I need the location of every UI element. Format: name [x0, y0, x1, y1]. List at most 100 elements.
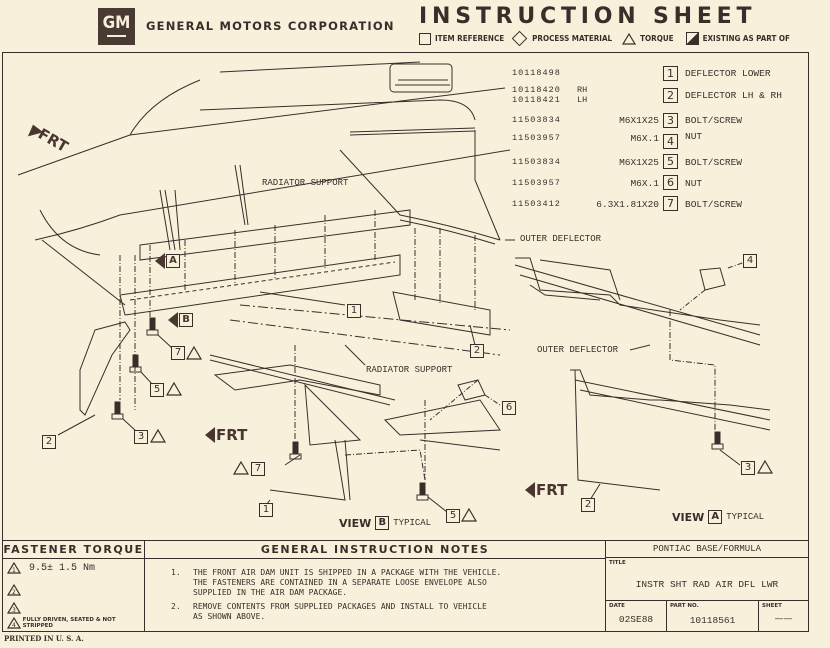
date-cell: DATE 02SE88 [605, 600, 667, 632]
view-caption-suffix: TYPICAL [726, 512, 765, 522]
triangle-icon [185, 345, 203, 360]
part-size: M6X1X25 [619, 115, 659, 126]
arrow-icon [155, 253, 165, 269]
note-line: THE FASTENERS ARE CONTAINED IN A SEPARAT… [193, 578, 487, 587]
part-side: LH [577, 95, 588, 105]
callout-item-5: 5 [446, 509, 460, 523]
outer-deflector-label: OUTER DEFLECTOR [520, 234, 602, 244]
view-b-caption: VIEW B TYPICAL [339, 516, 431, 530]
svg-text:2: 2 [12, 589, 16, 596]
triangle-icon: 1 [7, 562, 21, 574]
sheet-cell: SHEET —— [758, 600, 809, 632]
part-side: RH [577, 85, 588, 95]
triangle-icon: 3 [6, 601, 22, 614]
triangle-icon: 4 [7, 617, 21, 629]
view-caption-suffix: TYPICAL [393, 518, 432, 528]
torque-value: 9.5± 1.5 Nm [29, 562, 96, 574]
item-number-box: 3 [663, 113, 678, 128]
title-cell: TITLE INSTR SHT RAD AIR DFL LWR [605, 557, 809, 601]
square-icon [419, 32, 431, 45]
title-block-table: FASTENER TORQUE 1 9.5± 1.5 Nm 2 3 4 FULL… [2, 540, 809, 632]
part-description: NUT [685, 131, 703, 142]
part-no-label: PART NO. [670, 603, 699, 609]
front-direction-indicator: FRT [205, 426, 247, 444]
view-caption-prefix: VIEW [672, 510, 705, 524]
part-no-cell: PART NO. 10118561 [666, 600, 759, 632]
part-number: 10118420 [512, 85, 561, 95]
callout-item-4: 4 [743, 254, 757, 268]
printed-in-usa: PRINTED IN U. S. A. [4, 634, 84, 643]
part-number: 11503834 [512, 157, 561, 167]
view-a-caption: VIEW A TYPICAL [672, 510, 764, 524]
note-line: SUPPLIED IN THE AIR DAM PACKAGE. [193, 588, 348, 597]
triangle-icon [460, 507, 478, 522]
torque-row: 4 FULLY DRIVEN, SEATED & NOT STRIPPED [7, 617, 144, 629]
callout-item-2: 2 [470, 344, 484, 358]
fastener-torque-heading: FASTENER TORQUE [3, 541, 144, 559]
view-a-letter: A [166, 254, 180, 268]
model-cell: PONTIAC BASE/FORMULA [605, 540, 809, 558]
arrow-icon [525, 482, 535, 498]
title-label: TITLE [609, 560, 626, 566]
callout-item-2: 2 [581, 498, 595, 512]
item-number-box: 5 [663, 154, 678, 169]
callout-item-6: 6 [502, 401, 516, 415]
torque-note: FULLY DRIVEN, SEATED & NOT STRIPPED [22, 617, 116, 629]
torque-row: 3 [6, 599, 22, 618]
legend-process-material: PROCESS MATERIAL [532, 34, 613, 43]
arrow-icon [168, 312, 178, 328]
part-size: 6.3X1.81X20 [596, 199, 659, 210]
triangle-icon [232, 460, 250, 475]
note-line: AS SHOWN ABOVE. [193, 612, 266, 621]
view-caption-letter: B [375, 516, 390, 530]
note-line: REMOVE CONTENTS FROM SUPPLIED PACKAGES A… [193, 602, 487, 611]
part-size: M6X.1 [630, 133, 659, 144]
logo-text: GM [102, 13, 131, 33]
triangle-icon [622, 32, 637, 45]
item-number-box: 1 [663, 66, 678, 81]
callout-item-7: 7 [251, 462, 265, 476]
part-number: 11503834 [512, 115, 561, 125]
callout-item-2: 2 [42, 435, 56, 449]
view-a-marker: A [155, 253, 180, 269]
svg-text:3: 3 [12, 607, 16, 614]
item-number-box: 2 [663, 88, 678, 103]
document-title: INSTR SHT RAD AIR DFL LWR [635, 579, 779, 590]
part-number: 10118421 [512, 95, 561, 105]
page-title: INSTRUCTION SHEET [419, 4, 757, 29]
half-filled-square-icon [685, 32, 699, 45]
callout-item-5: 5 [150, 383, 164, 397]
triangle-icon: 2 [6, 583, 22, 596]
frt-label: FRT [216, 426, 248, 444]
arrow-icon [205, 427, 215, 443]
date-label: DATE [609, 603, 625, 609]
gm-logo: GM [98, 8, 135, 45]
frt-label: FRT [536, 481, 568, 499]
svg-text:1: 1 [12, 567, 16, 574]
part-size: M6X1X25 [619, 157, 659, 168]
triangle-icon [165, 381, 183, 396]
part-size: M6X.1 [630, 178, 659, 189]
part-description: BOLT/SCREW [685, 199, 743, 210]
item-number-box: 7 [663, 196, 678, 211]
legend-existing: EXISTING AS PART OF [702, 34, 790, 43]
svg-text:4: 4 [12, 622, 16, 629]
part-number: 11503957 [512, 133, 561, 143]
part-no-value: 10118561 [689, 615, 736, 626]
item-number-box: 4 [663, 134, 678, 149]
item-number-box: 6 [663, 175, 678, 190]
callout-item-1: 1 [347, 304, 361, 318]
part-number: 11503957 [512, 178, 561, 188]
general-notes-heading: GENERAL INSTRUCTION NOTES [145, 541, 605, 559]
part-description: DEFLECTOR LH & RH [685, 90, 782, 101]
date-value: 02SE88 [618, 614, 654, 625]
view-b-marker: B [168, 312, 193, 328]
note-number: 2. [171, 602, 181, 611]
part-description: NUT [685, 178, 703, 189]
view-b-letter: B [179, 313, 193, 327]
note-line: THE FRONT AIR DAM UNIT IS SHIPPED IN A P… [193, 568, 502, 577]
triangle-icon [756, 459, 774, 474]
torque-row: 1 9.5± 1.5 Nm [7, 562, 95, 574]
company-name: GENERAL MOTORS CORPORATION [146, 19, 395, 33]
legend-torque: TORQUE [640, 34, 674, 43]
